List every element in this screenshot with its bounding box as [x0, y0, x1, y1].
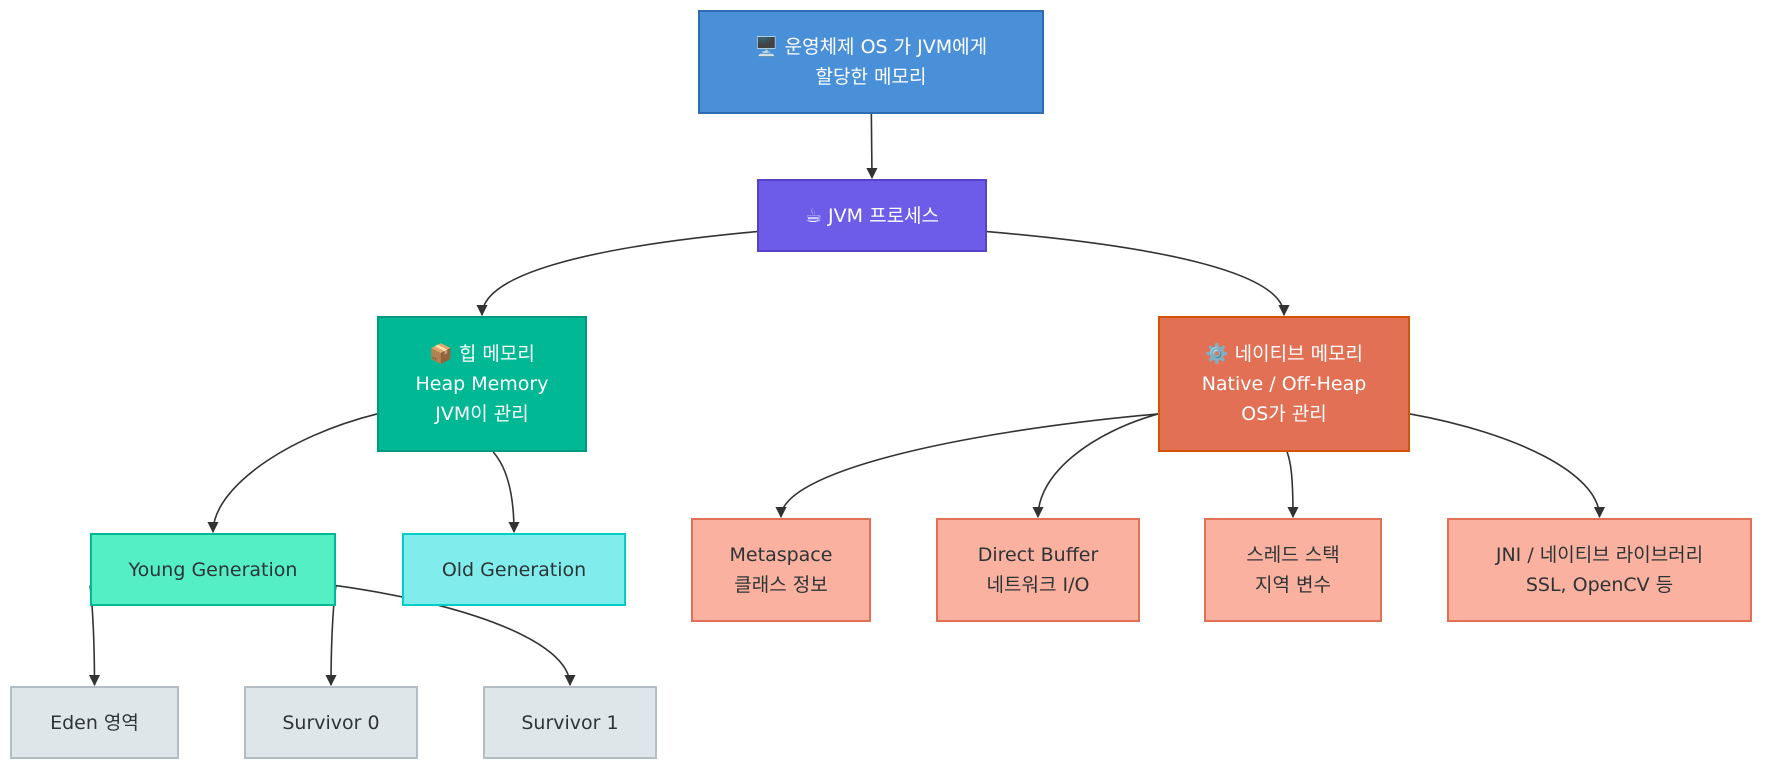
young-generation-node: Young Generation: [90, 533, 336, 606]
direct-buffer-line-2: 네트워크 I/O: [986, 574, 1090, 596]
edge-heap-to-young: [207, 413, 378, 534]
heap-memory-line-2: Heap Memory: [415, 373, 549, 395]
metaspace-line-2: 클래스 정보: [734, 574, 828, 596]
survivor-1-node: Survivor 1: [483, 686, 657, 759]
heap-memory-node: 📦 힙 메모리 Heap Memory JVM이 관리: [377, 316, 587, 452]
native-memory-line-1: ⚙️ 네이티브 메모리: [1204, 343, 1364, 365]
jvm-process-node: ☕ JVM 프로세스: [757, 179, 987, 252]
survivor-0-node: Survivor 0: [244, 686, 418, 759]
os-memory-line-2: 할당한 메모리: [815, 66, 927, 88]
edge-native-to-thread: [1286, 451, 1299, 519]
metaspace-line-1: Metaspace: [729, 544, 833, 566]
old-generation-line-1: Old Generation: [441, 558, 587, 581]
metaspace-node: Metaspace 클래스 정보: [691, 518, 871, 622]
native-memory-line-3: OS가 관리: [1241, 403, 1327, 425]
edge-jvm-to-heap: [476, 230, 758, 317]
old-generation-node: Old Generation: [402, 533, 626, 606]
edge-heap-to-old: [492, 451, 520, 534]
survivor-1-line-1: Survivor 1: [521, 711, 619, 734]
thread-stack-node: 스레드 스택 지역 변수: [1204, 518, 1382, 622]
eden-line-1: Eden 영역: [50, 711, 139, 734]
edge-jvm-to-native: [986, 230, 1290, 317]
native-memory-line-2: Native / Off-Heap: [1201, 373, 1367, 395]
thread-stack-line-1: 스레드 스택: [1246, 544, 1340, 566]
young-generation-line-1: Young Generation: [128, 558, 298, 581]
thread-stack-line-2: 지역 변수: [1255, 574, 1331, 596]
os-memory-line-1: 🖥️ 운영체제 OS 가 JVM에게: [754, 36, 988, 58]
jni-library-line-1: JNI / 네이티브 라이브러리: [1495, 544, 1704, 566]
native-memory-node: ⚙️ 네이티브 메모리 Native / Off-Heap OS가 관리: [1158, 316, 1410, 452]
edge-os-to-jvm: [866, 113, 878, 180]
jvm-process-line-1: ☕ JVM 프로세스: [804, 204, 940, 227]
jni-library-line-2: SSL, OpenCV 등: [1525, 574, 1674, 596]
heap-memory-line-1: 📦 힙 메모리: [429, 343, 535, 365]
edge-young-to-s1: [335, 584, 576, 687]
edge-native-to-jni: [1409, 413, 1606, 519]
survivor-0-line-1: Survivor 0: [282, 711, 380, 734]
jni-library-node: JNI / 네이티브 라이브러리 SSL, OpenCV 등: [1447, 518, 1752, 622]
edge-native-to-direct: [1032, 413, 1159, 519]
edge-native-to-meta: [775, 413, 1159, 519]
heap-memory-line-3: JVM이 관리: [435, 403, 529, 425]
direct-buffer-line-1: Direct Buffer: [977, 544, 1099, 566]
eden-node: Eden 영역: [10, 686, 179, 759]
os-memory-node: 🖥️ 운영체제 OS 가 JVM에게 할당한 메모리: [698, 10, 1044, 114]
direct-buffer-node: Direct Buffer 네트워크 I/O: [936, 518, 1140, 622]
